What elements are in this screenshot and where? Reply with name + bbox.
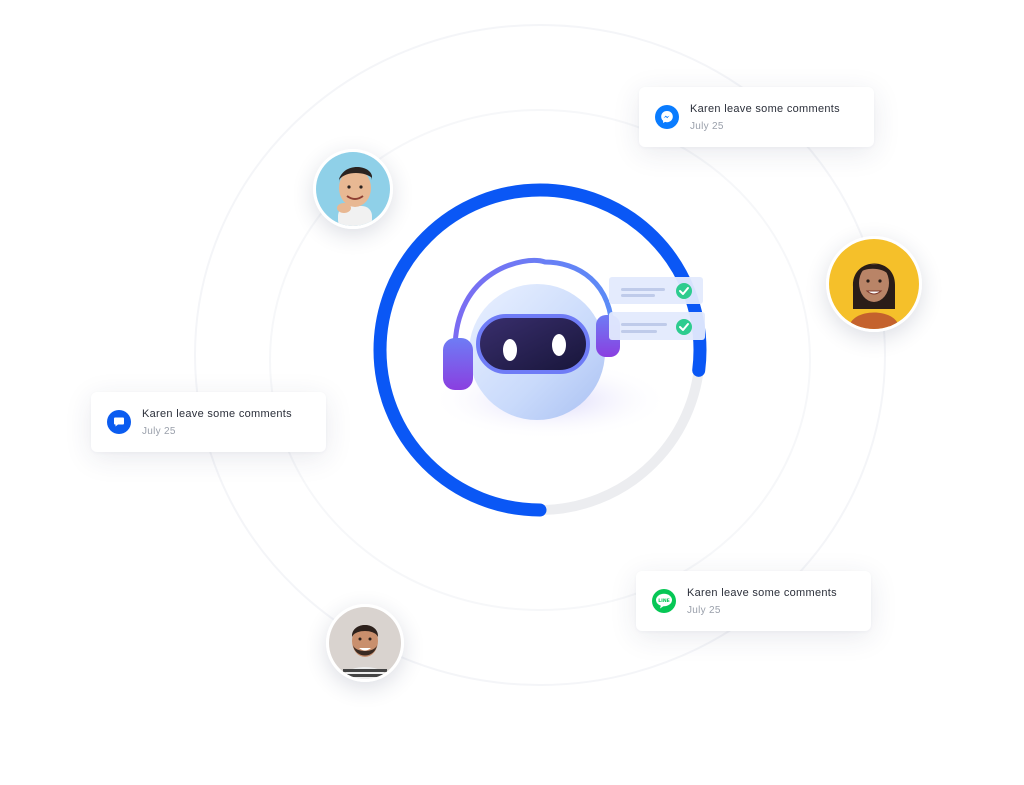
messenger-icon: [655, 105, 679, 129]
orbit-ring-inner: [269, 109, 811, 611]
robot-eye-right: [552, 334, 566, 356]
chat-bubble-icon: [107, 410, 131, 434]
check-icon: [676, 319, 692, 335]
avatar: [313, 149, 393, 229]
notification-date: July 25: [690, 121, 724, 132]
robot-visor: [476, 314, 590, 374]
progress-arc: [373, 183, 707, 517]
notification-date: July 25: [142, 426, 176, 437]
avatar-man-smiling-icon: [316, 152, 390, 226]
notification-title: Karen leave some comments: [690, 103, 840, 115]
orbit-ring-outer: [194, 24, 886, 686]
notification-title: Karen leave some comments: [687, 587, 837, 599]
robot-ear-left: [443, 338, 473, 390]
avatar: [826, 236, 922, 332]
line-badge-text: LINE: [658, 598, 670, 604]
notification-title: Karen leave some comments: [142, 408, 292, 420]
avatar-man-bearded-icon: [329, 607, 401, 679]
robot-eye-left: [503, 339, 517, 361]
notification-card-messenger[interactable]: Karen leave some comments July 25: [639, 87, 874, 147]
notification-card-chat[interactable]: Karen leave some comments July 25: [91, 392, 326, 452]
line-icon: LINE: [652, 589, 676, 613]
check-icon: [676, 283, 692, 299]
check-card-1: [609, 277, 703, 304]
notification-card-line[interactable]: LINE Karen leave some comments July 25: [636, 571, 871, 631]
notification-date: July 25: [687, 605, 721, 616]
check-card-2: [609, 312, 705, 340]
avatar: [326, 604, 404, 682]
robot-headband: [452, 257, 615, 353]
avatar-woman-smiling-icon: [829, 239, 919, 329]
